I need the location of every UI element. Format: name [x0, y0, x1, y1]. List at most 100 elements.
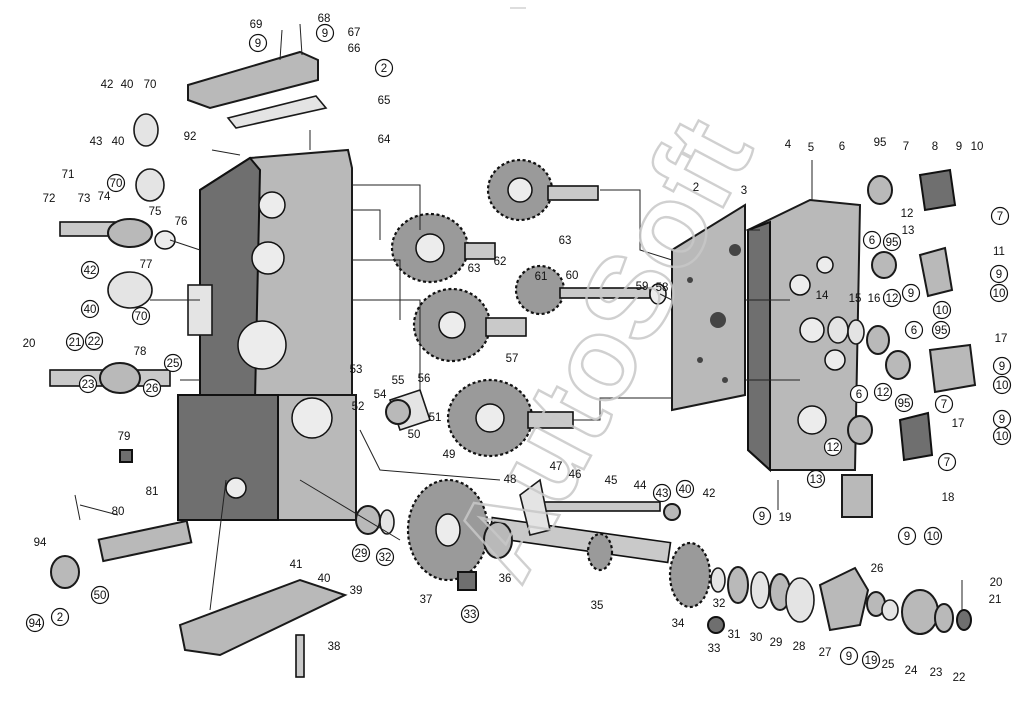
callout-31: 31: [728, 629, 741, 641]
callout-17: 17: [995, 333, 1008, 345]
callout-12: 12: [823, 437, 843, 457]
callout-73: 73: [78, 193, 91, 205]
callout-10: 10: [989, 283, 1009, 303]
callout-label: 48: [504, 474, 517, 486]
oil-pan: [178, 479, 348, 678]
callout-label: 7: [903, 141, 909, 153]
callout-label: 42: [101, 79, 114, 91]
callout-59: 59: [636, 281, 649, 293]
callout-9: 9: [315, 23, 335, 43]
intermediate-plate-3: [671, 203, 746, 412]
callout-37: 37: [420, 594, 433, 606]
callout-12: 12: [882, 288, 902, 308]
callout-20: 20: [23, 338, 36, 350]
callout-label: 25: [167, 358, 180, 370]
callout-29: 29: [351, 543, 371, 563]
callout-13: 13: [806, 469, 826, 489]
callout-label: 10: [927, 531, 940, 543]
callout-47: 47: [550, 461, 563, 473]
callout-48: 48: [504, 474, 517, 486]
callout-16: 16: [868, 293, 881, 305]
callout-9: 9: [897, 526, 917, 546]
callout-label: 95: [886, 237, 899, 249]
callout-60: 60: [566, 270, 579, 282]
callout-79: 79: [118, 431, 131, 443]
output-shaft-group: [668, 541, 972, 635]
callout-label: 68: [318, 13, 331, 25]
callout-label: 60: [566, 270, 579, 282]
callout-label: 11: [993, 246, 1005, 258]
callout-label: 45: [605, 475, 618, 487]
callout-15: 15: [849, 293, 862, 305]
callout-9: 9: [839, 646, 859, 666]
callout-label: 37: [420, 594, 433, 606]
callout-6: 6: [839, 141, 845, 153]
callout-8: 8: [932, 141, 938, 153]
callout-label: 26: [871, 563, 884, 575]
callout-12: 12: [873, 382, 893, 402]
callout-42: 42: [703, 488, 716, 500]
gear-cluster-61: [514, 264, 667, 316]
callout-label: 18: [942, 492, 955, 504]
gear-cluster-49: [446, 378, 574, 458]
callout-label: 10: [971, 141, 984, 153]
callout-95: 95: [931, 320, 951, 340]
callout-label: 6: [869, 235, 875, 247]
callout-54: 54: [374, 389, 387, 401]
callout-label: 76: [175, 216, 188, 228]
callout-25: 25: [882, 659, 895, 671]
callout-label: 40: [679, 484, 692, 496]
callout-label: 95: [874, 137, 887, 149]
callout-label: 10: [936, 305, 949, 317]
callout-label: 38: [328, 641, 341, 653]
callout-29: 29: [770, 637, 783, 649]
callout-56: 56: [418, 373, 431, 385]
callout-label: 12: [827, 442, 840, 454]
callout-13: 13: [902, 225, 915, 237]
callout-label: 9: [759, 511, 765, 523]
callout-9: 9: [956, 141, 962, 153]
callout-label: 94: [34, 537, 47, 549]
callout-25: 25: [163, 353, 183, 373]
callout-label: 49: [443, 449, 456, 461]
callout-label: 57: [506, 353, 519, 365]
callout-label: 17: [995, 333, 1008, 345]
callout-21: 21: [989, 594, 1002, 606]
callout-9: 9: [901, 283, 921, 303]
callout-label: 43: [656, 488, 669, 500]
callout-33: 33: [460, 604, 480, 624]
callout-label: 63: [559, 235, 572, 247]
callout-label: 95: [898, 398, 911, 410]
callout-label: 70: [144, 79, 157, 91]
callout-80: 80: [112, 506, 125, 518]
callout-label: 9: [999, 361, 1005, 373]
callout-57: 57: [506, 353, 519, 365]
callout-43: 43: [90, 136, 103, 148]
callout-70: 70: [106, 173, 126, 193]
callout-26: 26: [871, 563, 884, 575]
callout-32: 32: [713, 598, 726, 610]
callout-label: 44: [634, 480, 647, 492]
callout-2: 2: [50, 607, 70, 627]
callout-81: 81: [146, 486, 159, 498]
callout-77: 77: [140, 259, 153, 271]
callout-17: 17: [952, 418, 965, 430]
callout-label: 4: [785, 139, 792, 151]
callout-23: 23: [930, 667, 943, 679]
callout-label: 78: [134, 346, 147, 358]
gear-cluster-63-lower: [390, 212, 496, 284]
callout-label: 24: [905, 665, 918, 677]
callout-label: 9: [322, 28, 328, 40]
callout-label: 54: [374, 389, 387, 401]
callout-64: 64: [378, 134, 391, 146]
callout-label: 36: [499, 573, 512, 585]
callout-label: 9: [999, 414, 1005, 426]
callout-92: 92: [184, 131, 197, 143]
gear-cluster-63-upper: [486, 158, 599, 222]
callout-label: 59: [636, 281, 649, 293]
callout-51: 51: [429, 412, 442, 424]
callout-7: 7: [990, 206, 1010, 226]
callout-label: 55: [392, 375, 405, 387]
callout-2: 2: [693, 182, 699, 194]
